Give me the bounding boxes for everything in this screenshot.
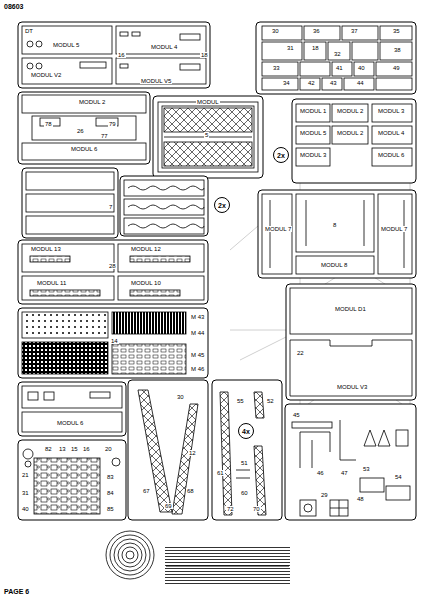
callout-number: 22 [296, 350, 305, 356]
callout-number: 28 [108, 263, 117, 269]
callout-number: 08603 [3, 3, 24, 10]
callout-number: 37 [350, 28, 359, 34]
part-label: MODUL 11 [36, 280, 67, 286]
callout-number: 84 [106, 490, 115, 496]
part-label: MODUL 5 [299, 130, 327, 136]
callout-number: 16 [117, 52, 126, 58]
callout-number: 36 [312, 28, 321, 34]
callout-number: 30 [271, 28, 280, 34]
callout-number: 7 [108, 204, 113, 210]
callout-number: 42 [307, 80, 316, 86]
callout-number: 51 [240, 460, 249, 466]
callout-number: 45 [292, 412, 301, 418]
callout-number: 34 [282, 80, 291, 86]
part-label: MODUL 8 [320, 262, 348, 268]
callout-number: 44 [356, 80, 365, 86]
quantity-text: 4x [242, 428, 250, 435]
part-label: MODUL 6 [70, 146, 98, 152]
part-label: MODUL [196, 99, 220, 105]
callout-number: 30 [176, 394, 185, 400]
callout-number: 72 [226, 506, 235, 512]
callout-number: 52 [266, 398, 275, 404]
part-label: MODUL 7 [380, 226, 408, 232]
callout-number: 40 [21, 506, 30, 512]
callout-number: 20 [104, 446, 113, 452]
callout-number: 15 [70, 446, 79, 452]
callout-number: 31 [286, 45, 295, 51]
callout-number: 82 [44, 446, 53, 452]
part-label: MODUL 7 [264, 226, 292, 232]
callout-number: 49 [392, 65, 401, 71]
part-label: MODUL V5 [140, 78, 172, 84]
quantity-circle: 2x [273, 147, 289, 163]
callout-number: 41 [335, 65, 344, 71]
part-label: MODUL 4 [377, 130, 405, 136]
callout-number: 53 [362, 466, 371, 472]
callout-number: 31 [21, 490, 30, 496]
callout-number: 83 [106, 474, 115, 480]
callout-number: 48 [356, 496, 365, 502]
quantity-text: 2x [277, 152, 285, 159]
callout-number: 78 [44, 121, 53, 127]
callout-number: 5 [204, 132, 209, 138]
callout-number: 29 [320, 492, 329, 498]
part-label: MODUL D1 [334, 306, 367, 312]
callout-number: 77 [100, 133, 109, 139]
callout-number: 67 [142, 488, 151, 494]
part-label: MODUL 12 [130, 246, 162, 252]
part-label: MODUL 3 [299, 152, 327, 158]
part-label: M 43 [190, 314, 205, 320]
part-label: MODUL 3 [377, 108, 405, 114]
quantity-text: 2x [218, 202, 226, 209]
callout-number: 12 [188, 450, 197, 456]
part-label: DT [24, 28, 34, 34]
callout-number: 8 [332, 222, 337, 228]
callout-number: 68 [186, 488, 195, 494]
quantity-circle: 4x [238, 423, 254, 439]
part-label: MODUL 13 [30, 246, 62, 252]
part-label: PAGE 6 [3, 588, 30, 595]
callout-number: 14 [110, 338, 119, 344]
quantity-circle: 2x [214, 197, 230, 213]
callout-number: 33 [272, 65, 281, 71]
callout-number: 26 [76, 128, 85, 134]
callout-number: 69 [164, 503, 173, 509]
part-label: MODUL 5 [52, 42, 80, 48]
part-label: MODUL V3 [336, 384, 368, 390]
callout-number: 85 [106, 506, 115, 512]
callout-number: 54 [394, 474, 403, 480]
part-label: MODUL 6 [377, 152, 405, 158]
callout-number: 40 [357, 65, 366, 71]
part-label: MODUL 4 [150, 44, 178, 50]
callout-number: 32 [333, 51, 342, 57]
etched-stripes [165, 545, 290, 585]
callout-number: 18 [200, 52, 209, 58]
part-label: MODUL 2 [336, 130, 364, 136]
callout-number: 79 [108, 121, 117, 127]
callout-number: 60 [240, 490, 249, 496]
callout-number: 43 [329, 80, 338, 86]
part-label: MODUL 2 [336, 108, 364, 114]
callout-number: 16 [82, 446, 91, 452]
part-label: M 44 [190, 330, 205, 336]
callout-number: 46 [316, 470, 325, 476]
part-label: M 45 [190, 352, 205, 358]
part-label: MODUL 6 [56, 420, 84, 426]
callout-number: 55 [236, 398, 245, 404]
callout-number: 38 [393, 47, 402, 53]
part-label: MODUL 10 [130, 280, 162, 286]
part-label: MODUL 2 [78, 99, 106, 105]
callout-number: 18 [311, 45, 320, 51]
callout-number: 47 [340, 470, 349, 476]
callout-number: 35 [392, 28, 401, 34]
part-label: MODUL 1 [299, 108, 327, 114]
part-label: MODUL V2 [30, 72, 62, 78]
callout-number: 21 [21, 472, 30, 478]
callout-number: 61 [216, 470, 225, 476]
part-label: M 46 [190, 366, 205, 372]
callout-number: 13 [58, 446, 67, 452]
callout-number: 70 [252, 506, 261, 512]
